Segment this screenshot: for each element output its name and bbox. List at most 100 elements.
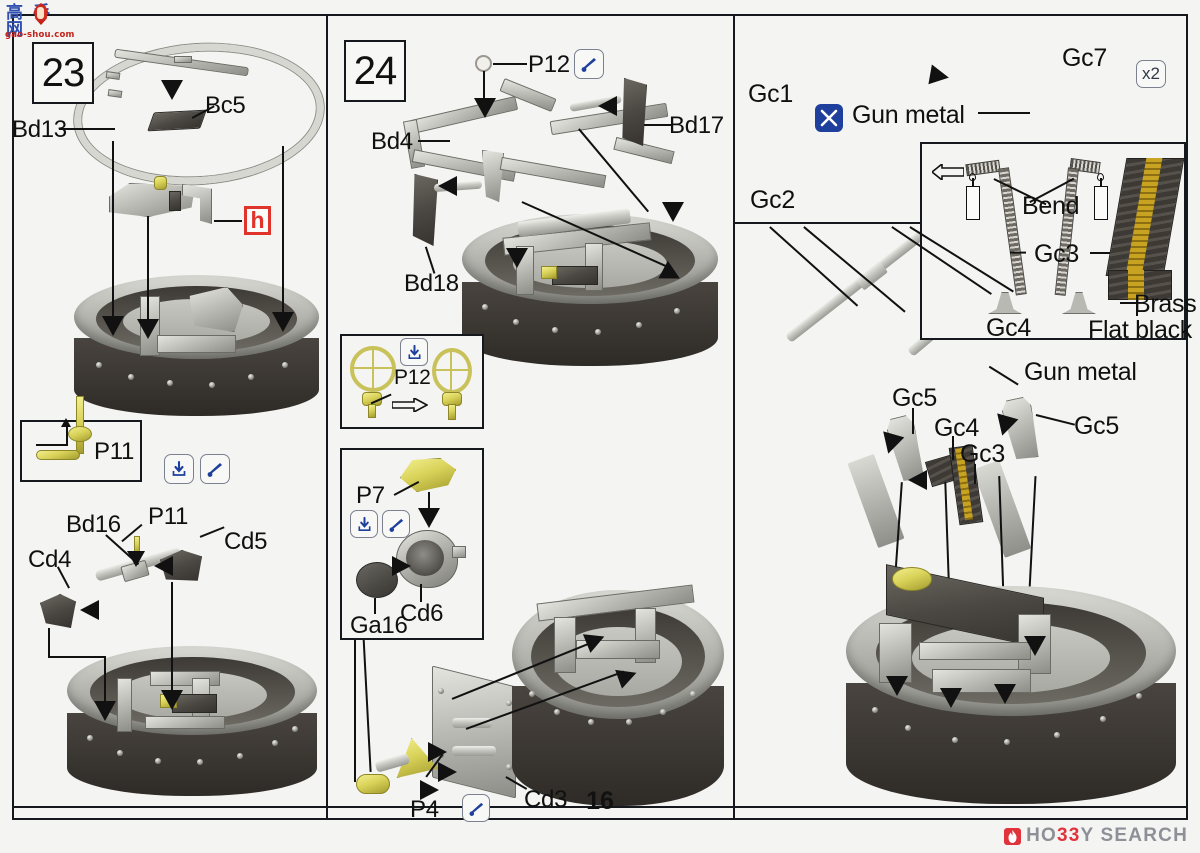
callout-P11: P11 xyxy=(20,396,142,482)
leader-brass xyxy=(1120,302,1138,304)
glue-icon-p12 xyxy=(574,49,604,79)
leader-Gc5-right xyxy=(1035,414,1076,426)
arrow-assembly-c xyxy=(506,248,528,268)
leader-gunmetal-assembly xyxy=(988,366,1019,386)
stem-seat xyxy=(147,216,149,321)
candle-right-icon xyxy=(1094,186,1108,220)
cut-trim-icon xyxy=(815,104,843,132)
hobby-search-wordmark: HO33Y SEARCH xyxy=(1026,825,1188,847)
label-gun-metal-assembly: Gun metal xyxy=(1024,358,1137,386)
label-P12-sub: P12 xyxy=(394,366,431,389)
wheel-spoke-b xyxy=(372,348,374,390)
watermark-gaoshou: 高手网 gao-shou.com xyxy=(4,2,78,42)
bend-arrow-left-icon xyxy=(930,162,965,182)
label-flat-black: Flat black xyxy=(1088,316,1192,344)
part-P11-hub xyxy=(68,426,92,442)
arrow-Ga16 xyxy=(392,556,411,576)
subpanel-P12: P12 xyxy=(340,334,484,429)
transform-arrow-icon xyxy=(391,396,429,414)
part-Bd4-arm-a xyxy=(409,96,519,134)
part-Cd6-lug xyxy=(452,546,466,558)
arrow-drop-a xyxy=(886,676,908,696)
stem-P7 xyxy=(428,492,430,514)
part-Cd6-bore xyxy=(406,540,444,576)
part-P12-gauge xyxy=(475,55,492,72)
arrow-Cd4-drop xyxy=(94,701,116,721)
label-Bc5: Bc5 xyxy=(205,92,246,119)
part-Cd3-pin-b xyxy=(452,746,496,756)
label-P11-callout: P11 xyxy=(94,438,135,465)
turret-basket-lower xyxy=(67,636,317,796)
rotate-indicator-v xyxy=(66,424,68,446)
stem-Bd13-right xyxy=(282,146,284,316)
part-Cd4-block xyxy=(40,594,76,628)
label-Gc3: Gc3 xyxy=(1034,240,1079,268)
candle-left-icon xyxy=(966,186,980,220)
label-P4: P4 xyxy=(410,796,439,823)
arrow-Cd5-fit xyxy=(154,556,173,576)
turret-basket-mid xyxy=(462,204,718,366)
label-P12: P12 xyxy=(528,51,570,78)
arrow-Bd13-right xyxy=(272,312,294,332)
leader-Ga16 xyxy=(374,598,376,614)
leader-Cd5 xyxy=(199,526,225,538)
label-Gc5-right: Gc5 xyxy=(1074,412,1119,440)
leader-Bd13 xyxy=(59,128,115,130)
watermark-url: gao-shou.com xyxy=(5,30,75,40)
glue-icon xyxy=(200,454,230,484)
label-gun-metal-barrels: Gun metal xyxy=(852,101,965,129)
arrow-Cd5-drop xyxy=(161,690,183,710)
arrow-drop-d xyxy=(1024,636,1046,656)
marker-h: h xyxy=(244,206,271,235)
label-P7: P7 xyxy=(356,482,385,509)
label-bend: Bend xyxy=(1022,192,1080,220)
arrow-Gc4-left xyxy=(908,470,927,490)
flame-right-icon xyxy=(1097,173,1104,181)
arrow-Bd13-left xyxy=(102,316,124,336)
hobby-search-logo: HO33Y SEARCH xyxy=(1004,825,1188,847)
label-Cd3: Cd3 xyxy=(524,786,568,813)
flame-icon xyxy=(1004,827,1022,845)
press-fit-icon xyxy=(164,454,194,484)
label-Gc5-left: Gc5 xyxy=(892,384,937,412)
footer-rule xyxy=(14,806,1186,808)
wick-right xyxy=(1100,178,1102,187)
leader-Gc5-left xyxy=(912,408,914,434)
label-Cd6: Cd6 xyxy=(400,600,444,627)
arrow-Gc7-fit xyxy=(928,64,951,88)
leader-ga16-long-b xyxy=(362,634,372,772)
part-P11-handle xyxy=(36,450,80,460)
wick-left xyxy=(972,178,974,187)
sheet-border: 23 Bd13 Bc5 h xyxy=(12,14,1197,823)
part-Gc4-foot-right xyxy=(1062,292,1096,314)
leader-Gc3-a xyxy=(1010,252,1026,254)
leader-Gc3-assembly xyxy=(974,464,976,484)
thumb-hand-icon xyxy=(33,3,49,25)
leader-gunmetal-c xyxy=(978,112,1030,114)
wheel-spoke-d xyxy=(450,350,452,392)
arrow-P4-a xyxy=(428,742,447,762)
arrow-P4-c xyxy=(420,780,439,800)
leader-Gc3-b xyxy=(1090,252,1110,254)
stem-Cd5 xyxy=(171,582,173,694)
leader-barrel-a xyxy=(769,226,859,307)
arrow-drop-b xyxy=(940,688,962,708)
part-P12-wheel-after xyxy=(432,348,472,394)
label-Bd13: Bd13 xyxy=(12,116,67,143)
glue-icon-p4 xyxy=(462,794,490,822)
stem-Bd13-left xyxy=(112,141,114,319)
part-Bd4-rail-c xyxy=(613,136,675,165)
part-P11-shaft xyxy=(76,396,84,454)
leader-marker-h xyxy=(214,220,242,222)
label-Gc7: Gc7 xyxy=(1062,44,1107,72)
label-Bd16: Bd16 xyxy=(66,511,121,538)
part-P12-stem-before xyxy=(368,404,376,418)
arrow-P12-fit xyxy=(474,98,496,118)
leader-Gc4-assembly xyxy=(952,436,954,460)
wheel-spoke-c xyxy=(434,369,470,371)
part-Ga16-cap xyxy=(356,562,398,598)
leader-Bd4 xyxy=(418,140,450,142)
arrow-drop-c xyxy=(994,684,1016,704)
glue-icon-p7 xyxy=(382,510,410,538)
divider-left-middle xyxy=(326,16,328,818)
